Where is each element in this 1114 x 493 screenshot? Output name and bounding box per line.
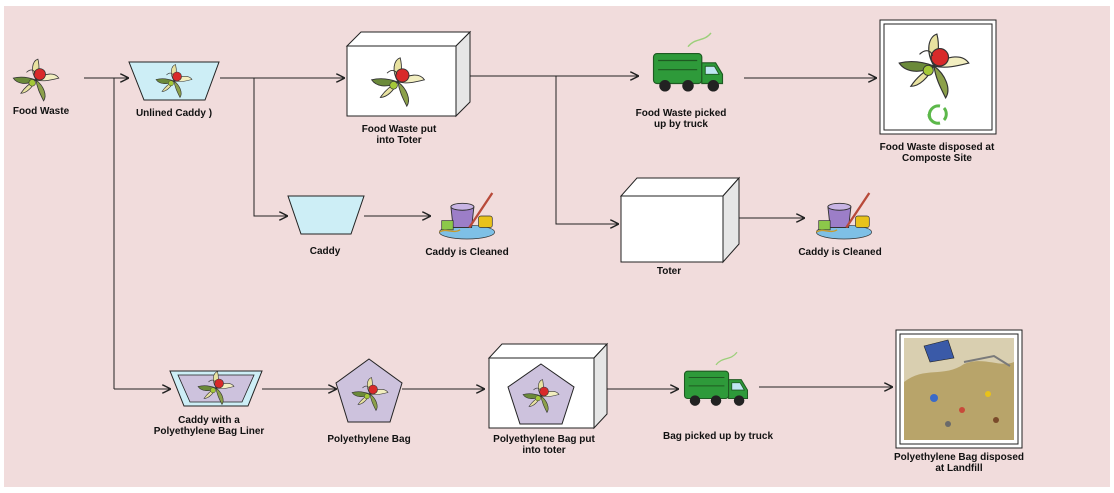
- label-caddy-is-cleaned-2: Caddy is Cleaned: [798, 247, 882, 258]
- toter-with-food-node: [345, 30, 472, 118]
- empty-toter-node: [619, 176, 741, 264]
- arrow-unlined-caddy-to-caddy: [253, 78, 287, 216]
- label-bag-put-into-toter: Polyethylene Bag put into toter: [493, 434, 595, 456]
- label-bag-picked-up: Bag picked up by truck: [662, 431, 774, 442]
- diagram-canvas: Food Waste Unlined Caddy ) Food Waste pu…: [4, 6, 1110, 487]
- landfill-icon: [904, 338, 1014, 440]
- unlined-caddy-node: [128, 61, 220, 101]
- label-caddy: Caddy: [309, 246, 341, 257]
- recycle-arrows-icon: [927, 104, 948, 125]
- garbage-truck-icon: [683, 351, 749, 407]
- label-food-waste-disposed: Food Waste disposed at Composte Site: [879, 142, 995, 164]
- caddy-node: [287, 195, 365, 235]
- food-scraps-icon: [12, 58, 60, 102]
- garbage-truck-icon: [652, 32, 724, 93]
- label-polyethylene-bag: Polyethylene Bag: [327, 434, 411, 445]
- label-caddy-is-cleaned-1: Caddy is Cleaned: [425, 247, 509, 258]
- label-food-waste-picked-up: Food Waste picked up by truck: [635, 108, 727, 130]
- caddy-with-liner-node: [169, 370, 263, 407]
- arrow-toter-branch-to-empty-toter: [555, 76, 618, 224]
- label-unlined-caddy: Unlined Caddy ): [135, 108, 213, 119]
- flow-diagram: [12, 19, 1023, 449]
- landfill-node: [895, 329, 1023, 449]
- label-food-waste: Food Waste: [12, 106, 70, 117]
- toter-with-bag-node: [487, 342, 609, 430]
- cleaning-supplies-icon: [815, 191, 873, 241]
- label-toter: Toter: [656, 266, 682, 277]
- label-caddy-with-liner: Caddy with a Polyethylene Bag Liner: [153, 415, 265, 437]
- polyethylene-bag-node: [335, 358, 403, 423]
- label-food-waste-put-into-toter: Food Waste put into Toter: [361, 124, 437, 146]
- compost-site-node: [879, 19, 997, 135]
- label-bag-disposed: Polyethylene Bag disposed at Landfill: [893, 452, 1025, 474]
- cleaning-supplies-icon: [438, 191, 496, 241]
